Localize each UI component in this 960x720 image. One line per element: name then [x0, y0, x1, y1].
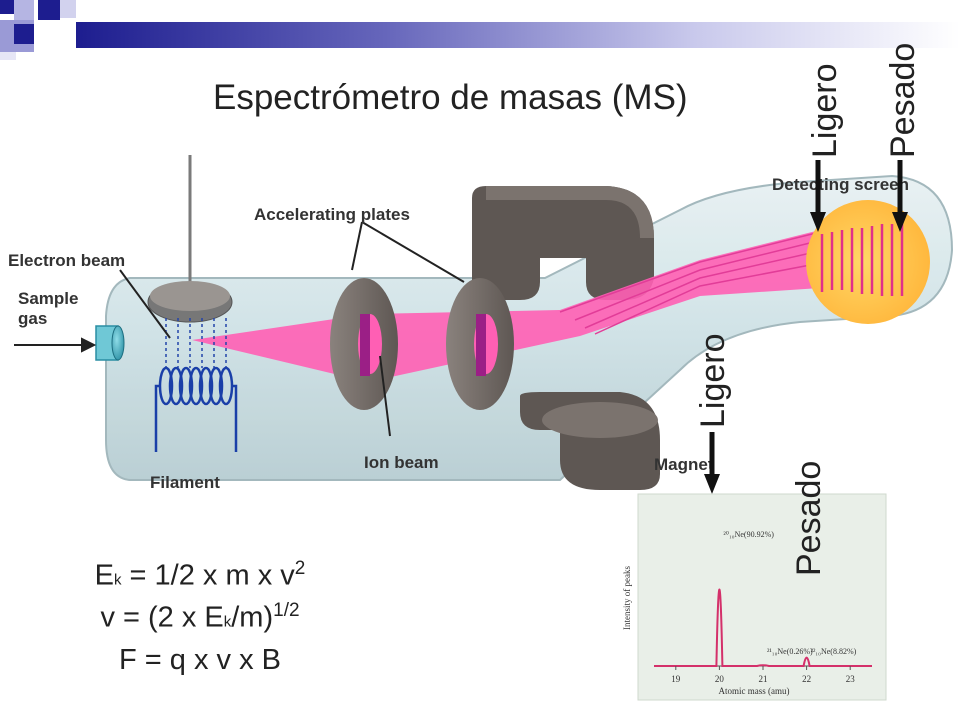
formula-exponent: 2	[294, 558, 306, 579]
accelerating-plates-label: Accelerating plates	[254, 205, 410, 224]
lower-magnet	[520, 392, 660, 490]
decor-gradient-bar	[76, 22, 960, 48]
sample-gas-label-line1: Sample	[18, 289, 78, 308]
decor-square	[0, 52, 16, 60]
sample-gas-inlet	[95, 325, 125, 361]
formula-subscript: k	[223, 613, 232, 631]
formula-text: /m)	[231, 601, 274, 634]
decor-square	[38, 22, 58, 48]
mass-spectrum-chart: 19 20 21 22 23 ²⁰₁₀Ne(90.92%) ²¹₁₀Ne(0.26%)²²…	[622, 493, 887, 701]
filament-label: Filament	[150, 473, 220, 492]
formula-subscript: k	[114, 571, 122, 589]
x-tick-label: 19	[671, 674, 681, 684]
peak-label: ²⁰₁₀Ne(90.92%)	[723, 530, 774, 539]
spectrum-series-line	[654, 588, 872, 667]
chart-panel	[637, 493, 887, 701]
y-axis-label: Intensity of peaks	[622, 566, 632, 630]
peak-label: ²²₁₀Ne(8.82%)	[811, 647, 857, 656]
formula-text: v = (2 x E	[100, 601, 224, 634]
ligero-label-top: Ligero	[806, 63, 844, 158]
upper-magnet	[472, 186, 654, 300]
slide-decoration	[0, 0, 960, 60]
x-axis-label: Atomic mass (amu)	[719, 686, 790, 696]
pointer-lines	[14, 221, 465, 437]
pesado-label-top: Pesado	[884, 42, 922, 158]
x-ticks: 19 20 21 22 23	[671, 666, 855, 684]
decor-square	[0, 0, 14, 14]
formula-kinetic-energy: Ek = 1/2 x m x v2	[0, 558, 400, 593]
detecting-screen	[806, 200, 930, 324]
filament-coil	[154, 366, 238, 452]
ligero-label-mid: Ligero	[694, 333, 732, 428]
x-tick-label: 22	[802, 674, 811, 684]
decor-square	[14, 0, 34, 20]
formula-velocity: v = (2 x Ek/m)1/2	[0, 600, 400, 635]
detecting-screen-label: Detecting screen	[772, 175, 909, 194]
accelerating-plate-1	[330, 278, 398, 410]
formula-text: = 1/2 x m x v	[121, 559, 295, 592]
electron-beam-label: Electron beam	[8, 251, 125, 270]
accelerating-plate-2	[446, 278, 514, 410]
formula-exponent: 1/2	[273, 600, 300, 621]
pesado-label-mid: Pesado	[790, 460, 828, 576]
formula-force: F = q x v x B	[119, 644, 281, 676]
x-tick-label: 20	[715, 674, 725, 684]
x-tick-label: 21	[759, 674, 768, 684]
magnet-label: Magnet	[654, 455, 714, 474]
peak-labels: ²⁰₁₀Ne(90.92%) ²¹₁₀Ne(0.26%)²²₁₀Ne(8.82%)	[723, 530, 856, 656]
sample-gas-label-line2: gas	[18, 309, 47, 328]
peak-label: ²¹₁₀Ne(0.26%)	[767, 647, 813, 656]
formula-text: E	[94, 559, 114, 592]
decor-square	[14, 24, 34, 44]
decor-square	[38, 0, 60, 20]
ion-beam-label: Ion beam	[364, 453, 439, 472]
electron-gun	[147, 155, 233, 368]
slide-title: Espectrómetro de masas (MS)	[213, 78, 688, 117]
x-tick-label: 23	[846, 674, 856, 684]
decor-square	[60, 0, 76, 18]
